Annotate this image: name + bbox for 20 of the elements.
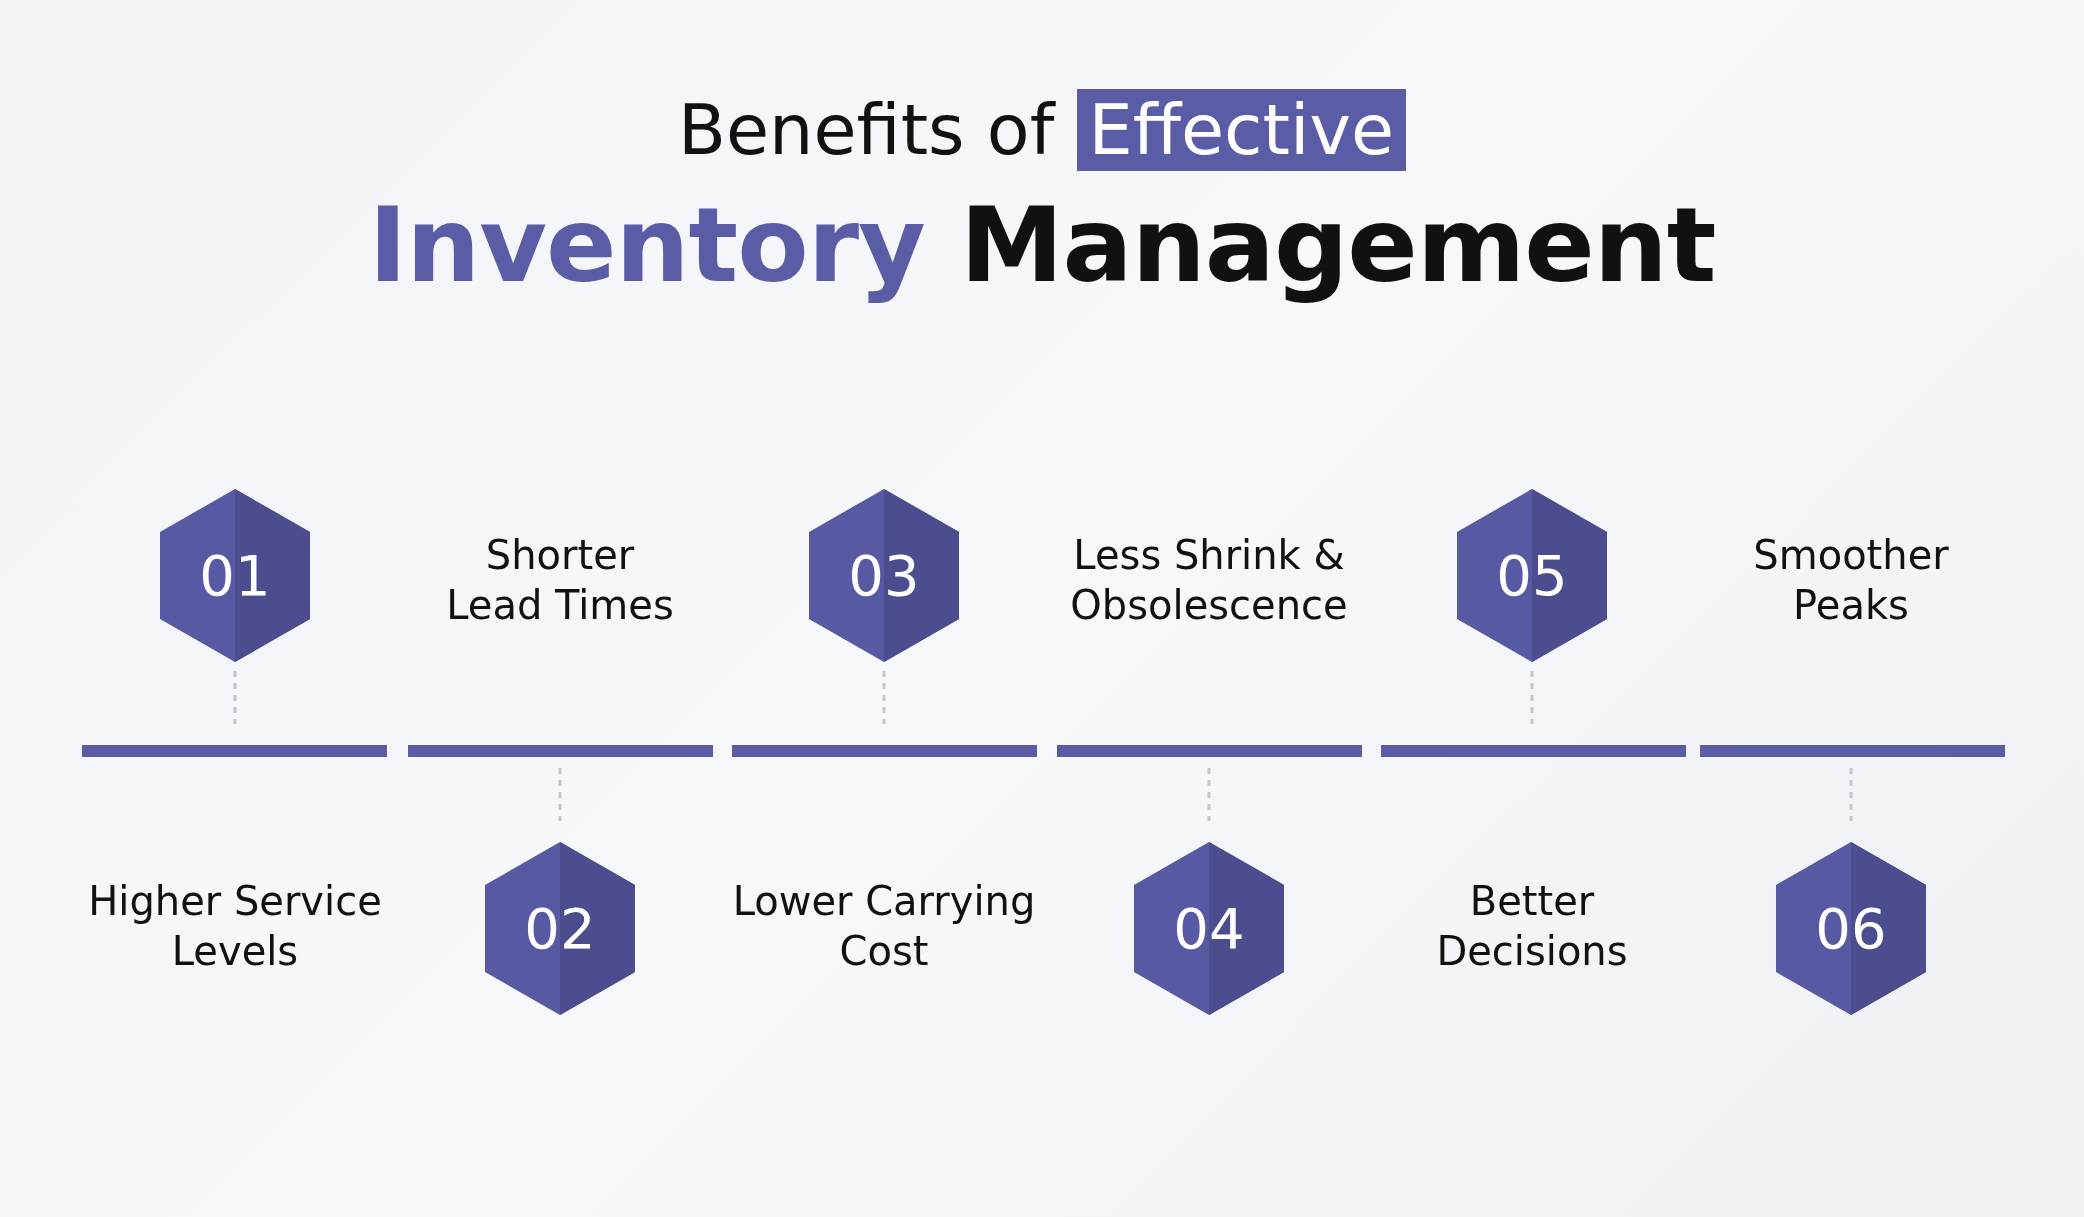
title-line: Benefits of Effective: [0, 80, 2084, 180]
benefit-label: Smoother Peaks: [1752, 531, 1950, 630]
benefit-label: Less Shrink & Obsolescence: [1069, 531, 1349, 630]
step-number: 04: [1172, 895, 1246, 963]
hexagon-badge: [1776, 842, 1926, 1015]
benefit-label: Higher Service Levels: [87, 877, 383, 976]
title-line: Inventory Management: [367, 183, 1717, 308]
step-number: 01: [198, 542, 272, 610]
hexagon-badge: [485, 842, 635, 1015]
hexagon-badge: [160, 489, 310, 662]
step-number: 03: [847, 542, 921, 610]
hexagon-badge: [809, 489, 959, 662]
hexagon-badge: [1457, 489, 1607, 662]
benefit-label: Better Decisions: [1435, 877, 1629, 976]
benefit-label: Shorter Lead Times: [445, 531, 675, 630]
benefit-label: Lower Carrying Cost: [731, 877, 1037, 976]
step-number: 05: [1495, 542, 1569, 610]
step-number: 06: [1814, 895, 1888, 963]
step-number: 02: [523, 895, 597, 963]
hexagon-badge: [1134, 842, 1284, 1015]
